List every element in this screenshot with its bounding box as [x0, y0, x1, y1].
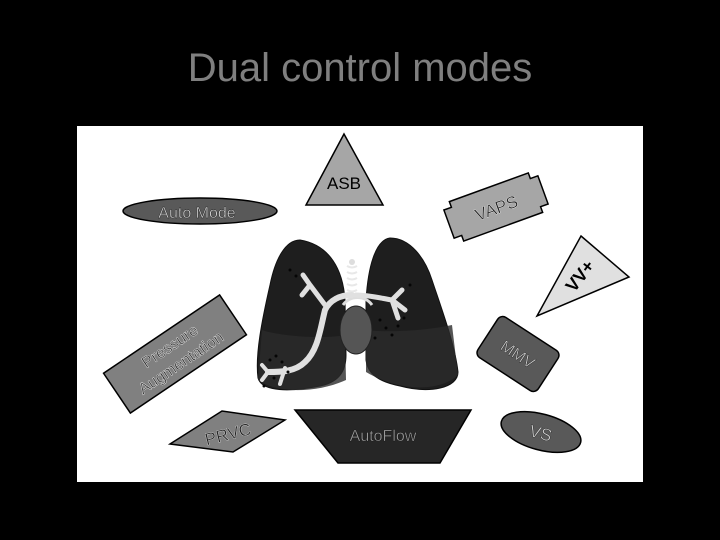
mode-autoflow-label: AutoFlow [350, 428, 417, 445]
mode-vs: VS [500, 410, 582, 454]
mode-autoflow: AutoFlow [293, 409, 473, 464]
mode-pressure-augmentation: Pressure Augmentation [102, 293, 248, 415]
diagram-panel: ASB Auto Mode VAPS VV+ Pressure Augmenta… [77, 126, 643, 482]
mode-diagram: ASB Auto Mode VAPS VV+ Pressure Augmenta… [102, 132, 631, 464]
mode-vv-plus: VV+ [535, 234, 631, 318]
mode-prvc: PRVC [167, 410, 288, 453]
lungs-icon [256, 237, 459, 391]
mode-auto-mode: Auto Mode [122, 197, 278, 225]
mode-vaps: VAPS [442, 171, 550, 243]
mode-auto-mode-label: Auto Mode [158, 205, 235, 222]
mode-mmv: MMV [476, 315, 560, 393]
mode-asb-label: ASB [327, 174, 361, 193]
slide-title: Dual control modes [187, 46, 533, 90]
mode-asb: ASB [304, 132, 385, 206]
